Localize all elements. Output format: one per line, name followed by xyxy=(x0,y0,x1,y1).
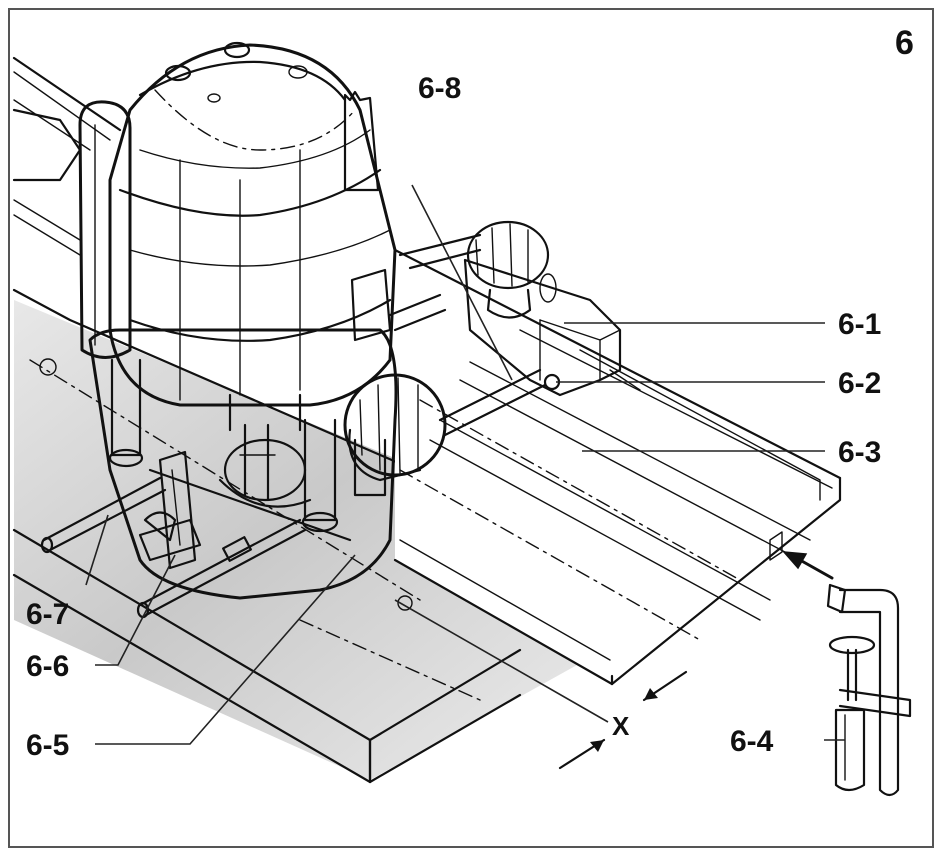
label-6-8: 6-8 xyxy=(418,72,461,105)
guide-rod-front xyxy=(40,476,307,619)
label-6-4: 6-4 xyxy=(730,725,774,758)
label-6-6: 6-6 xyxy=(26,650,69,683)
router-handle-left xyxy=(78,100,132,359)
label-6-3: 6-3 xyxy=(838,436,881,469)
label-6-5: 6-5 xyxy=(26,729,69,762)
leader-lines xyxy=(85,184,845,745)
rail-left-section xyxy=(12,56,122,256)
screw-clamp xyxy=(826,583,912,797)
clamp-insert-arrow xyxy=(782,551,834,580)
label-6-1: 6-1 xyxy=(838,308,881,341)
figure-frame xyxy=(8,8,934,848)
guide-rods xyxy=(388,233,547,437)
depth-gauge xyxy=(138,450,202,570)
stop-knob xyxy=(466,220,557,319)
figure-number: 6 xyxy=(895,24,914,62)
guide-rail xyxy=(393,248,842,686)
dimension-x: X xyxy=(394,599,688,770)
label-6-7: 6-7 xyxy=(26,598,69,631)
router-motor-housing xyxy=(108,41,397,407)
workpiece-board xyxy=(12,288,640,784)
plunge-columns xyxy=(108,358,387,533)
stop-block xyxy=(463,258,641,397)
label-6-2: 6-2 xyxy=(838,367,881,400)
dimension-x-label: X xyxy=(612,711,630,741)
router-side-knob xyxy=(343,373,447,482)
